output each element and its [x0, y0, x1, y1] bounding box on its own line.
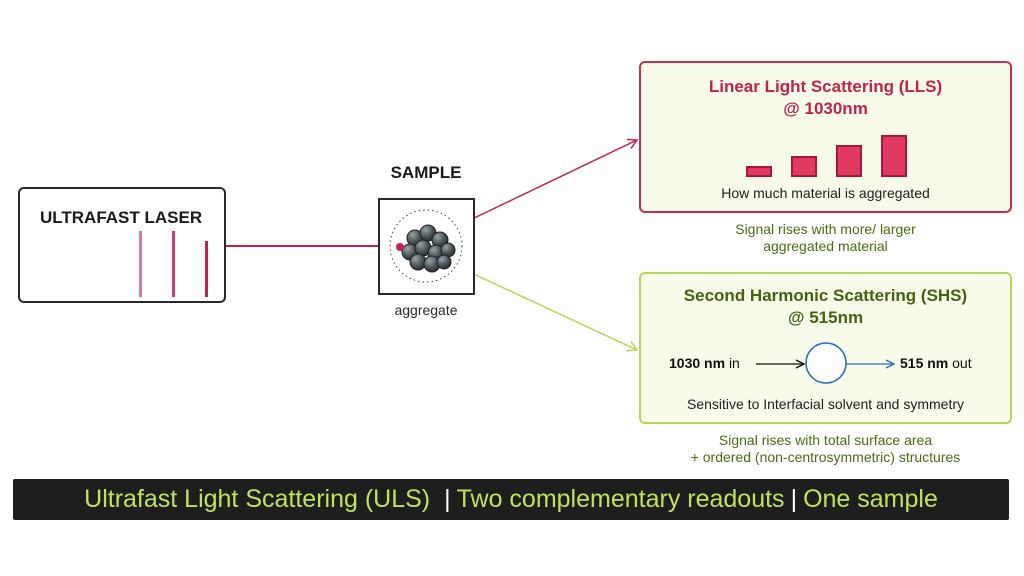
lls-title-line1: Linear Light Scattering (LLS) [708, 77, 943, 96]
lls-title: Linear Light Scattering (LLS) @ 1030nm [641, 76, 1010, 120]
lls-signal-note: Signal rises with more/ larger aggregate… [639, 221, 1012, 255]
shs-signal-note-line1: Signal rises with total surface area [718, 432, 933, 448]
summary-banner: Ultrafast Light Scattering (ULS) | Two c… [13, 479, 1009, 520]
lls-signal-note-line2: aggregated material [763, 238, 888, 254]
shs-signal-note: Signal rises with total surface area + o… [639, 432, 1012, 466]
lls-caption: How much material is aggregated [721, 185, 930, 201]
lls-bar-chart [746, 133, 916, 177]
shs-scatter-arrow [447, 261, 639, 352]
sample-caption: aggregate [394, 302, 458, 318]
lls-bar-3 [836, 145, 862, 177]
banner-part-1: Ultrafast Light Scattering (ULS) [84, 485, 431, 513]
shs-title-line1: Second Harmonic Scattering (SHS) [683, 286, 968, 305]
lls-title-line2: @ 1030nm [783, 99, 868, 118]
sample-box [378, 198, 475, 295]
lls-signal-note-line1: Signal rises with more/ larger [735, 221, 916, 237]
sample-title: SAMPLE [390, 163, 462, 182]
banner-separator-1: | [444, 485, 451, 513]
lls-scatter-arrow [444, 138, 639, 233]
harmonic-conversion-icon [756, 342, 896, 384]
shs-title-line2: @ 515nm [787, 308, 864, 327]
shs-input-label: 1030 nm in [669, 355, 740, 371]
laser-pulse-3 [205, 241, 208, 297]
laser-pulse-2 [172, 231, 175, 297]
shs-input-value: 1030 nm [669, 355, 726, 371]
shs-panel: Second Harmonic Scattering (SHS) @ 515nm… [639, 272, 1012, 424]
laser-box: ULTRAFAST LASER [18, 187, 226, 303]
shs-input-word: in [728, 355, 740, 371]
shs-output-word: out [952, 355, 972, 371]
lls-panel: Linear Light Scattering (LLS) @ 1030nm H… [639, 61, 1012, 213]
shs-title: Second Harmonic Scattering (SHS) @ 515nm [641, 285, 1010, 329]
shs-signal-note-line2: + ordered (non-centrosymmetric) structur… [690, 449, 961, 465]
laser-pulse-1 [139, 231, 142, 297]
banner-part-2: Two complementary readouts [456, 485, 785, 513]
lls-bar-2 [791, 156, 817, 177]
shs-caption: Sensitive to Interfacial solvent and sym… [686, 396, 964, 412]
lls-bar-1 [746, 166, 772, 177]
laser-title: ULTRAFAST LASER [40, 208, 203, 227]
banner-part-3: One sample [803, 485, 938, 513]
shs-output-label: 515 nm out [900, 355, 972, 371]
lls-bar-4 [881, 135, 907, 177]
aggregate-icon [389, 209, 463, 283]
shs-output-value: 515 nm [900, 355, 949, 371]
banner-separator-2: | [790, 485, 798, 513]
